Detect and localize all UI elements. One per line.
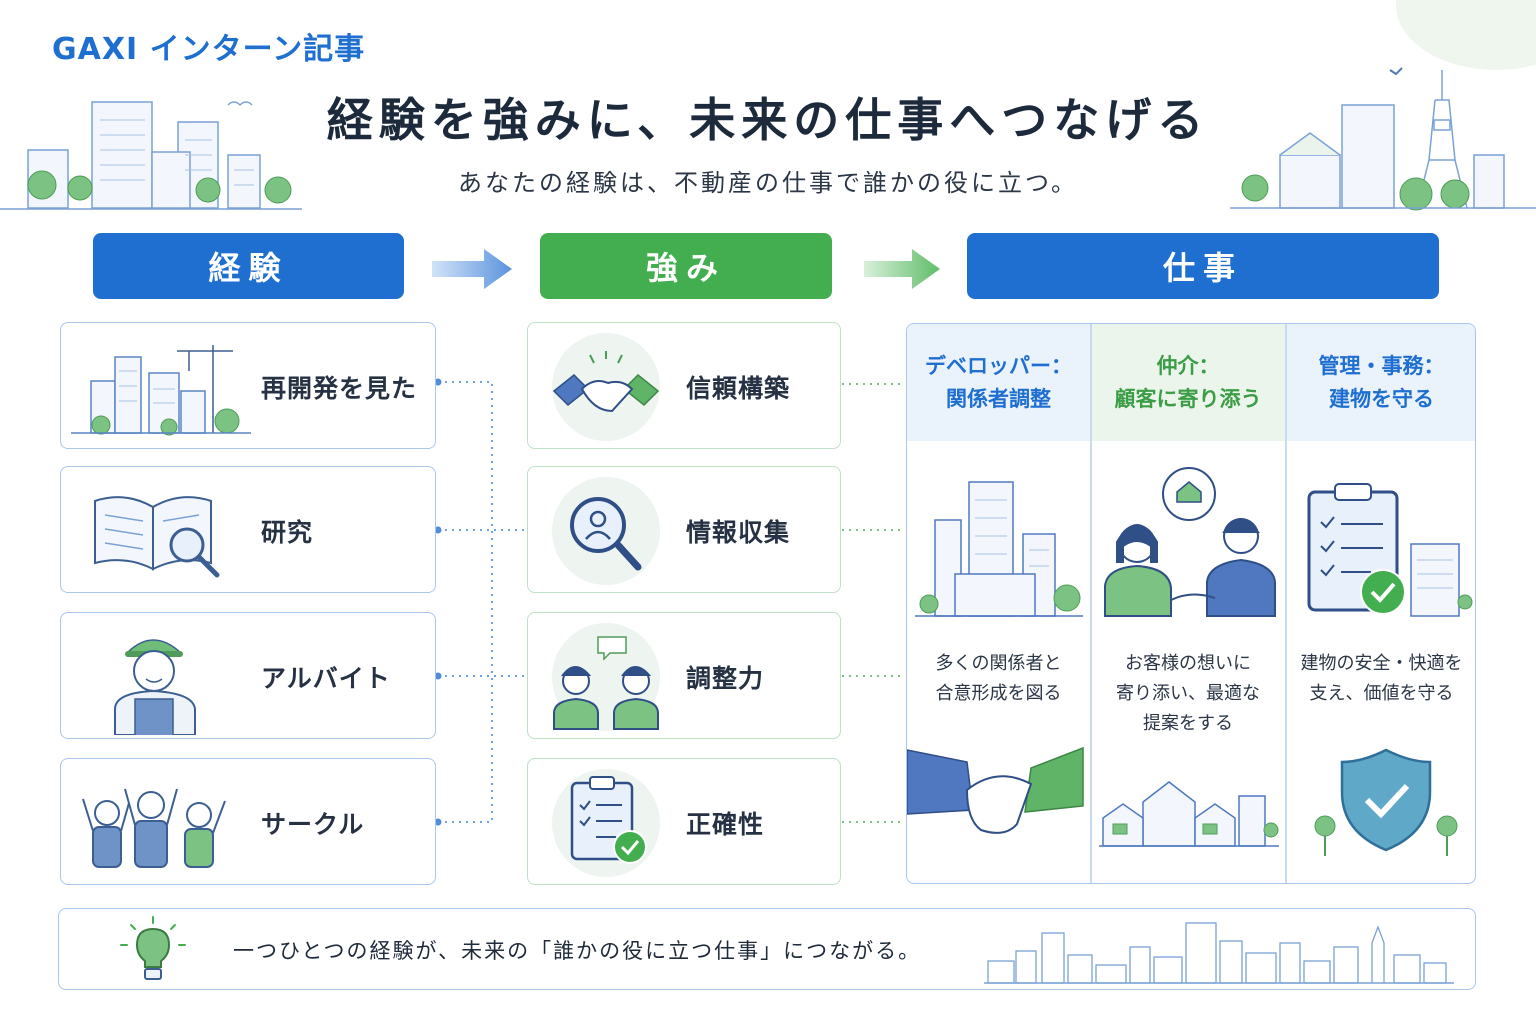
- strength-card: 信頼構築: [527, 322, 841, 449]
- job-description-line: 建物の安全・快適を: [1300, 653, 1463, 674]
- connector-lines: [434, 378, 902, 826]
- clipboard-check-icon: [552, 769, 660, 877]
- job-title-line: 建物を守る: [1329, 386, 1434, 411]
- job-description-line: 寄り添い、最適な: [1116, 683, 1260, 704]
- buildings-icon: [915, 481, 1083, 617]
- page-title: 経験を強みに、未来の仕事へつなげる: [326, 93, 1210, 147]
- strength-card: 正確性: [527, 758, 841, 885]
- job-description: お客様の想いに 寄り添い、最適な 提案をする: [1091, 649, 1285, 739]
- experience-label: 研究: [261, 518, 314, 547]
- job-title-broker: 仲介： 顧客に寄り添う: [1091, 324, 1285, 441]
- lightbulb-icon: [120, 916, 186, 980]
- book-magnifier-icon: [94, 496, 220, 578]
- job-title-developer: デベロッパー： 関係者調整: [907, 324, 1090, 441]
- job-description-line: 合意形成を図る: [935, 683, 1062, 704]
- brand-title: GAXI インターン記事: [52, 32, 366, 67]
- experience-card: 研究: [60, 466, 436, 593]
- clipboard-building-icon: [1307, 483, 1473, 617]
- handshake-icon: [907, 746, 1084, 834]
- job-description: 多くの関係者と 合意形成を図る: [907, 649, 1090, 709]
- job-title-management: 管理・事務： 建物を守る: [1286, 324, 1475, 441]
- column-header-experience: 経験: [93, 233, 404, 299]
- strength-label: 調整力: [686, 664, 765, 693]
- experience-label: アルバイト: [261, 664, 391, 693]
- strength-label: 正確性: [686, 810, 765, 839]
- column-header-strength: 強み: [540, 233, 832, 299]
- magnifier-person-icon: [552, 477, 660, 585]
- conversation-icon: [552, 623, 660, 731]
- arrow-right-icon: [432, 249, 512, 289]
- job-title-line: 仲介：: [1156, 353, 1220, 378]
- footer-message: 一つひとつの経験が、未来の「誰かの役に立つ仕事」につながる。: [233, 939, 922, 963]
- experience-card: アルバイト: [60, 612, 436, 739]
- strength-label: 情報収集: [686, 518, 791, 547]
- experience-card: サークル: [60, 758, 436, 885]
- job-title-line: 管理・事務：: [1318, 353, 1445, 378]
- column-header-job: 仕事: [967, 233, 1439, 299]
- jobs-panel: デベロッパー： 関係者調整 仲介： 顧客に寄り添う 管理・事務： 建物を守る: [906, 323, 1476, 884]
- strength-card: 調整力: [527, 612, 841, 739]
- experience-label: サークル: [261, 810, 365, 839]
- strength-label: 信頼構築: [686, 374, 791, 403]
- right-skyline-icon: [1230, 67, 1536, 211]
- left-skyline-icon: [0, 101, 302, 210]
- city-crane-icon: [71, 345, 251, 436]
- strength-card: 情報収集: [527, 466, 841, 593]
- houses-icon: [1099, 781, 1279, 847]
- column-divider: [1285, 324, 1287, 883]
- job-description-line: 多くの関係者と: [935, 653, 1062, 674]
- consultation-icon: [1104, 467, 1276, 617]
- job-title-line: 顧客に寄り添う: [1114, 386, 1262, 411]
- column-divider: [1090, 324, 1092, 883]
- worker-icon: [114, 639, 196, 735]
- experience-card: 再開発を見た: [60, 322, 436, 449]
- page-subtitle: あなたの経験は、不動産の仕事で誰かの役に立つ。: [457, 169, 1079, 197]
- job-description: 建物の安全・快適を 支え、価値を守る: [1286, 649, 1475, 709]
- footer-banner: 一つひとつの経験が、未来の「誰かの役に立つ仕事」につながる。: [58, 908, 1476, 990]
- job-title-line: 関係者調整: [946, 386, 1051, 411]
- experience-label: 再開発を見た: [261, 374, 418, 403]
- shield-check-icon: [1314, 748, 1458, 856]
- job-description-line: 支え、価値を守る: [1309, 683, 1454, 704]
- job-title-line: デベロッパー：: [925, 353, 1072, 378]
- job-description-line: お客様の想いに: [1125, 653, 1251, 674]
- handshake-icon: [552, 333, 660, 441]
- arrow-right-icon: [864, 249, 940, 289]
- job-description-line: 提案をする: [1143, 713, 1233, 734]
- group-cheer-icon: [82, 788, 226, 868]
- skyline-outline-icon: [984, 922, 1454, 984]
